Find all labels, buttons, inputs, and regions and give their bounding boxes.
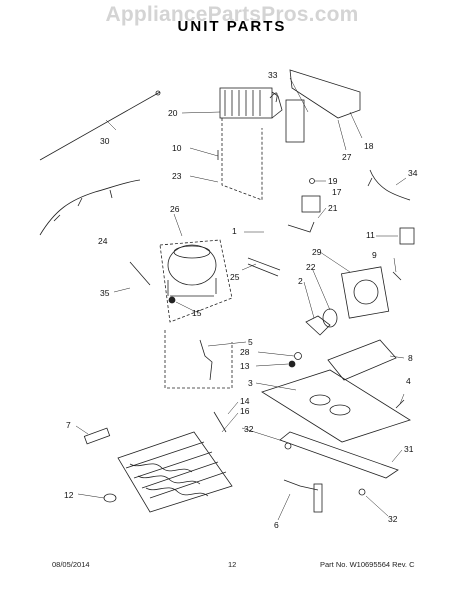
part-28 <box>294 352 302 360</box>
callout-27: 27 <box>342 152 352 162</box>
callout-34: 34 <box>408 168 418 178</box>
callout-25: 25 <box>230 272 240 282</box>
part-base-plate <box>261 369 411 443</box>
part-drier-25 <box>247 257 281 277</box>
callout-13: 13 <box>240 361 250 371</box>
callout-35: 35 <box>100 288 110 298</box>
footer-part-number: Part No. W10695564 Rev. C <box>320 560 415 569</box>
callout-1: 1 <box>232 226 237 236</box>
callout-14: 14 <box>240 396 250 406</box>
part-hose-6 <box>283 479 319 491</box>
callout-22: 22 <box>306 262 316 272</box>
callout-18: 18 <box>364 141 374 151</box>
callout-10: 10 <box>172 143 182 153</box>
callout-30: 30 <box>100 136 110 146</box>
part-grommet-15 <box>168 296 176 304</box>
part-rail-31 <box>279 431 399 479</box>
part-compressor <box>167 244 217 286</box>
callout-15: 15 <box>192 308 202 318</box>
part-tray-8 <box>327 339 397 381</box>
part-clip-12 <box>103 493 117 503</box>
part-tube-34 <box>367 169 411 201</box>
callout-19: 19 <box>328 176 338 186</box>
part-fan-shroud <box>341 266 390 319</box>
part-relay-11 <box>399 227 415 245</box>
callout-7: 7 <box>66 420 71 430</box>
callout-4: 4 <box>406 376 411 386</box>
part-power-cord <box>39 91 161 161</box>
callout-12: 12 <box>64 490 74 500</box>
callout-5: 5 <box>248 337 253 347</box>
callout-20: 20 <box>168 108 178 118</box>
part-rod-35 <box>129 261 151 286</box>
part-drain-tube <box>199 339 213 381</box>
part-13 <box>288 360 296 368</box>
part-bracket-17 <box>301 195 321 213</box>
part-wire-21 <box>287 221 315 233</box>
part-rail-14 <box>213 411 227 433</box>
callout-16: 16 <box>240 406 250 416</box>
callout-31: 31 <box>404 444 414 454</box>
footer-page-number: 12 <box>228 560 237 569</box>
part-screw-19 <box>309 178 315 184</box>
part-screw-9 <box>392 271 402 281</box>
part-wire-harness <box>39 179 141 236</box>
callout-8: 8 <box>408 353 413 363</box>
part-fastener-32b <box>358 488 366 496</box>
part-bracket-33 <box>285 99 305 143</box>
part-fastener-32a <box>284 442 292 450</box>
part-channel <box>289 69 361 119</box>
callout-21: 21 <box>328 203 338 213</box>
callout-23: 23 <box>172 171 182 181</box>
watermark-text: AppliancePartsPros.com <box>105 3 359 26</box>
callout-33: 33 <box>268 70 278 80</box>
footer-date: 08/05/2014 <box>52 560 90 569</box>
callout-17: 17 <box>332 187 342 197</box>
part-drain-coil <box>117 431 233 513</box>
callout-labels: 33 20 30 10 18 27 23 19 17 34 26 1 21 11… <box>64 70 418 530</box>
callout-2: 2 <box>298 276 303 286</box>
callout-11: 11 <box>366 230 375 240</box>
leader-lines <box>75 77 407 521</box>
part-connector-7 <box>83 427 111 445</box>
callout-24: 24 <box>98 236 108 246</box>
callout-32: 32 <box>244 424 254 434</box>
callout-32-lower: 32 <box>388 514 398 524</box>
callout-6: 6 <box>274 520 279 530</box>
callout-9: 9 <box>372 250 377 260</box>
callout-3: 3 <box>248 378 253 388</box>
callout-28: 28 <box>240 347 250 357</box>
part-condenser <box>219 87 283 119</box>
page-title: UNIT PARTS <box>177 18 287 35</box>
callout-26: 26 <box>170 204 180 214</box>
callout-29: 29 <box>312 247 322 257</box>
part-fan-motor <box>322 308 338 328</box>
